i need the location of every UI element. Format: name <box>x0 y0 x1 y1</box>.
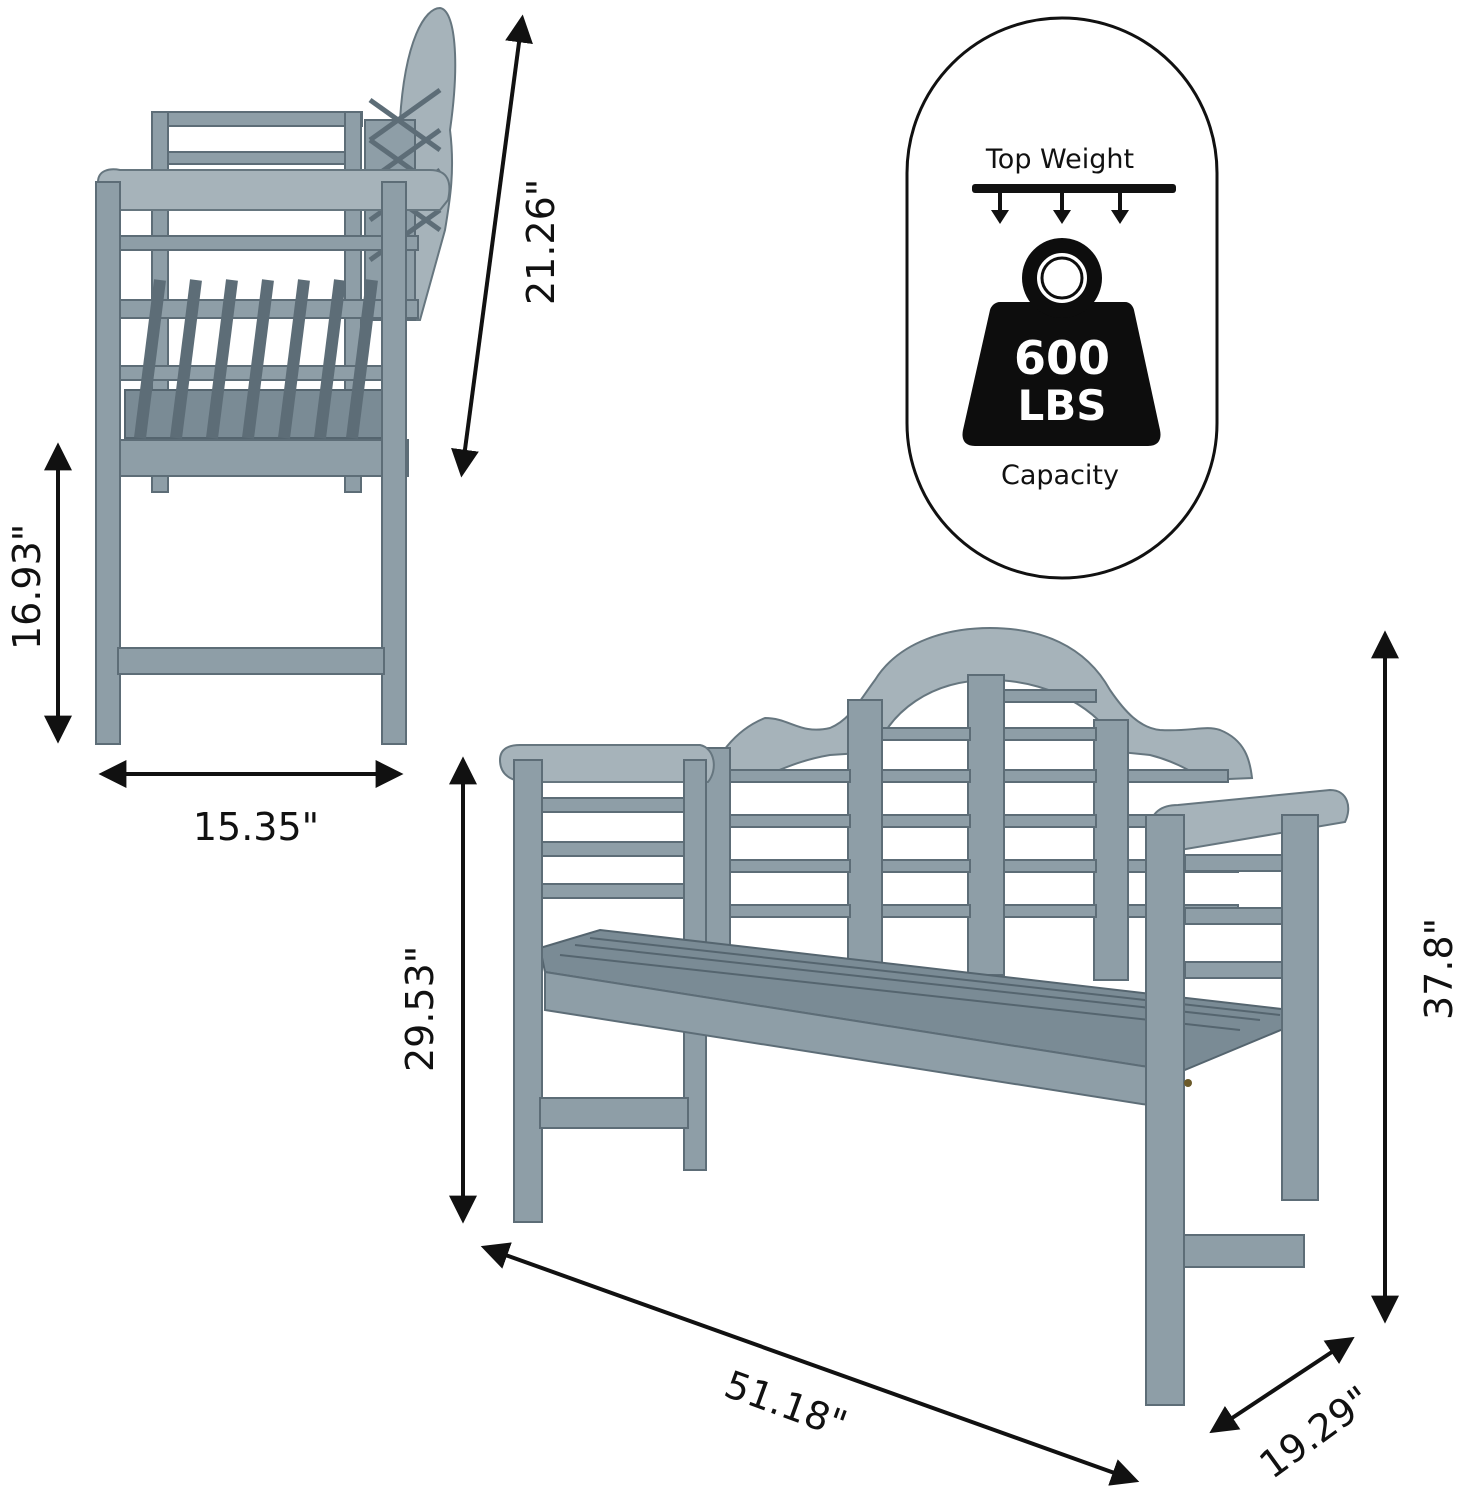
label-side-seat-height: 16.93" <box>5 524 49 650</box>
badge-top-label: Top Weight <box>985 144 1134 175</box>
weight-capacity-badge: Top Weight 600 LBS Capacity <box>905 16 1219 580</box>
label-front-total-height: 37.8" <box>1417 918 1457 1020</box>
badge-weight-unit: LBS <box>1017 381 1106 430</box>
arrow-front-depth <box>1209 1336 1355 1434</box>
badge-bottom-label: Capacity <box>1001 460 1119 491</box>
side-seat-slats <box>124 279 391 439</box>
weight-kettlebell-icon <box>962 238 1161 446</box>
arrow-side-backrest <box>451 14 533 478</box>
label-front-arm-height: 29.53" <box>398 946 442 1072</box>
arrow-front-width <box>480 1242 1140 1486</box>
dimension-arrows <box>44 14 1399 1486</box>
label-front-width: 51.18" <box>719 1362 853 1447</box>
badge-weight-value: 600 <box>1014 331 1110 385</box>
load-arrows-icon <box>972 184 1176 224</box>
label-side-depth: 15.35" <box>193 805 319 849</box>
label-side-backrest: 21.26" <box>519 179 563 305</box>
side-view-bench-illustration <box>95 6 457 745</box>
front-view-bench-illustration <box>498 626 1350 1406</box>
